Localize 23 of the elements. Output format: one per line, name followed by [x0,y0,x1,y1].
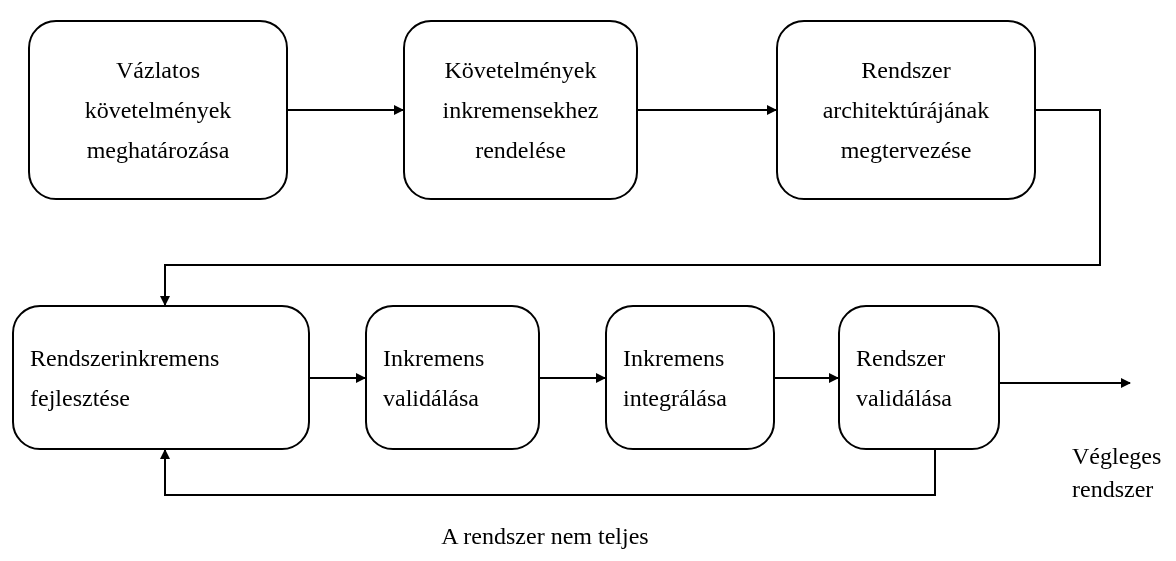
box-text: Rendszerinkremens fejlesztése [30,343,221,413]
process-box [776,20,1036,200]
arrow [999,378,1131,388]
process-box [365,305,540,450]
output-label: Végleges rendszer [1072,442,1163,504]
arrow [160,109,1101,306]
box-text: Vázlatos követelmények meghatározása [83,56,233,165]
process-box [12,305,310,450]
process-box [605,305,775,450]
box-text: Rendszer validálása [856,343,953,413]
box-text: Inkremens integrálása [623,343,728,413]
arrow [287,105,404,115]
arrow [160,449,936,496]
process-box [28,20,288,200]
arrow [637,105,777,115]
process-box [838,305,1000,450]
arrow [309,373,366,383]
box-text: Rendszer architektúrájának megtervezése [821,56,991,165]
arrow [774,373,839,383]
box-text: Inkremens validálása [383,343,486,413]
box-text: Követelmények inkremensekhez rendelése [441,56,600,165]
process-box [403,20,638,200]
arrow [539,373,606,383]
